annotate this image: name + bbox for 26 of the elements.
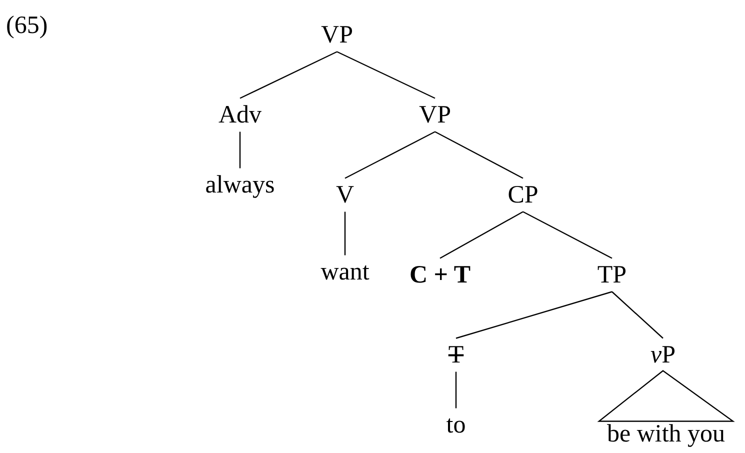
branch-line — [336, 51, 436, 99]
category-label: CP — [508, 181, 538, 209]
word-label: want — [320, 258, 370, 286]
word-label: always — [205, 171, 275, 199]
branch-line — [612, 291, 664, 339]
category-label: VP — [419, 101, 451, 129]
word-label: to — [446, 411, 466, 439]
category-label: Adv — [218, 101, 262, 129]
triangle-branch — [597, 370, 735, 422]
branch-line — [239, 132, 241, 168]
branch-line — [240, 51, 338, 99]
branch-line — [456, 291, 612, 339]
category-label: VP — [321, 21, 353, 49]
branch-line — [344, 131, 436, 179]
branch-line — [522, 211, 612, 259]
example-number: (65) — [6, 12, 48, 40]
branch-line — [434, 131, 524, 179]
category-label: TP — [597, 261, 627, 289]
word-label: C + T — [409, 261, 471, 289]
category-label: T — [448, 341, 464, 369]
branch-line — [344, 212, 346, 256]
category-label: vP — [650, 341, 676, 369]
branch-line — [440, 211, 524, 259]
word-label: be with you — [606, 420, 726, 448]
branch-line — [455, 372, 457, 408]
category-label: V — [336, 181, 354, 209]
